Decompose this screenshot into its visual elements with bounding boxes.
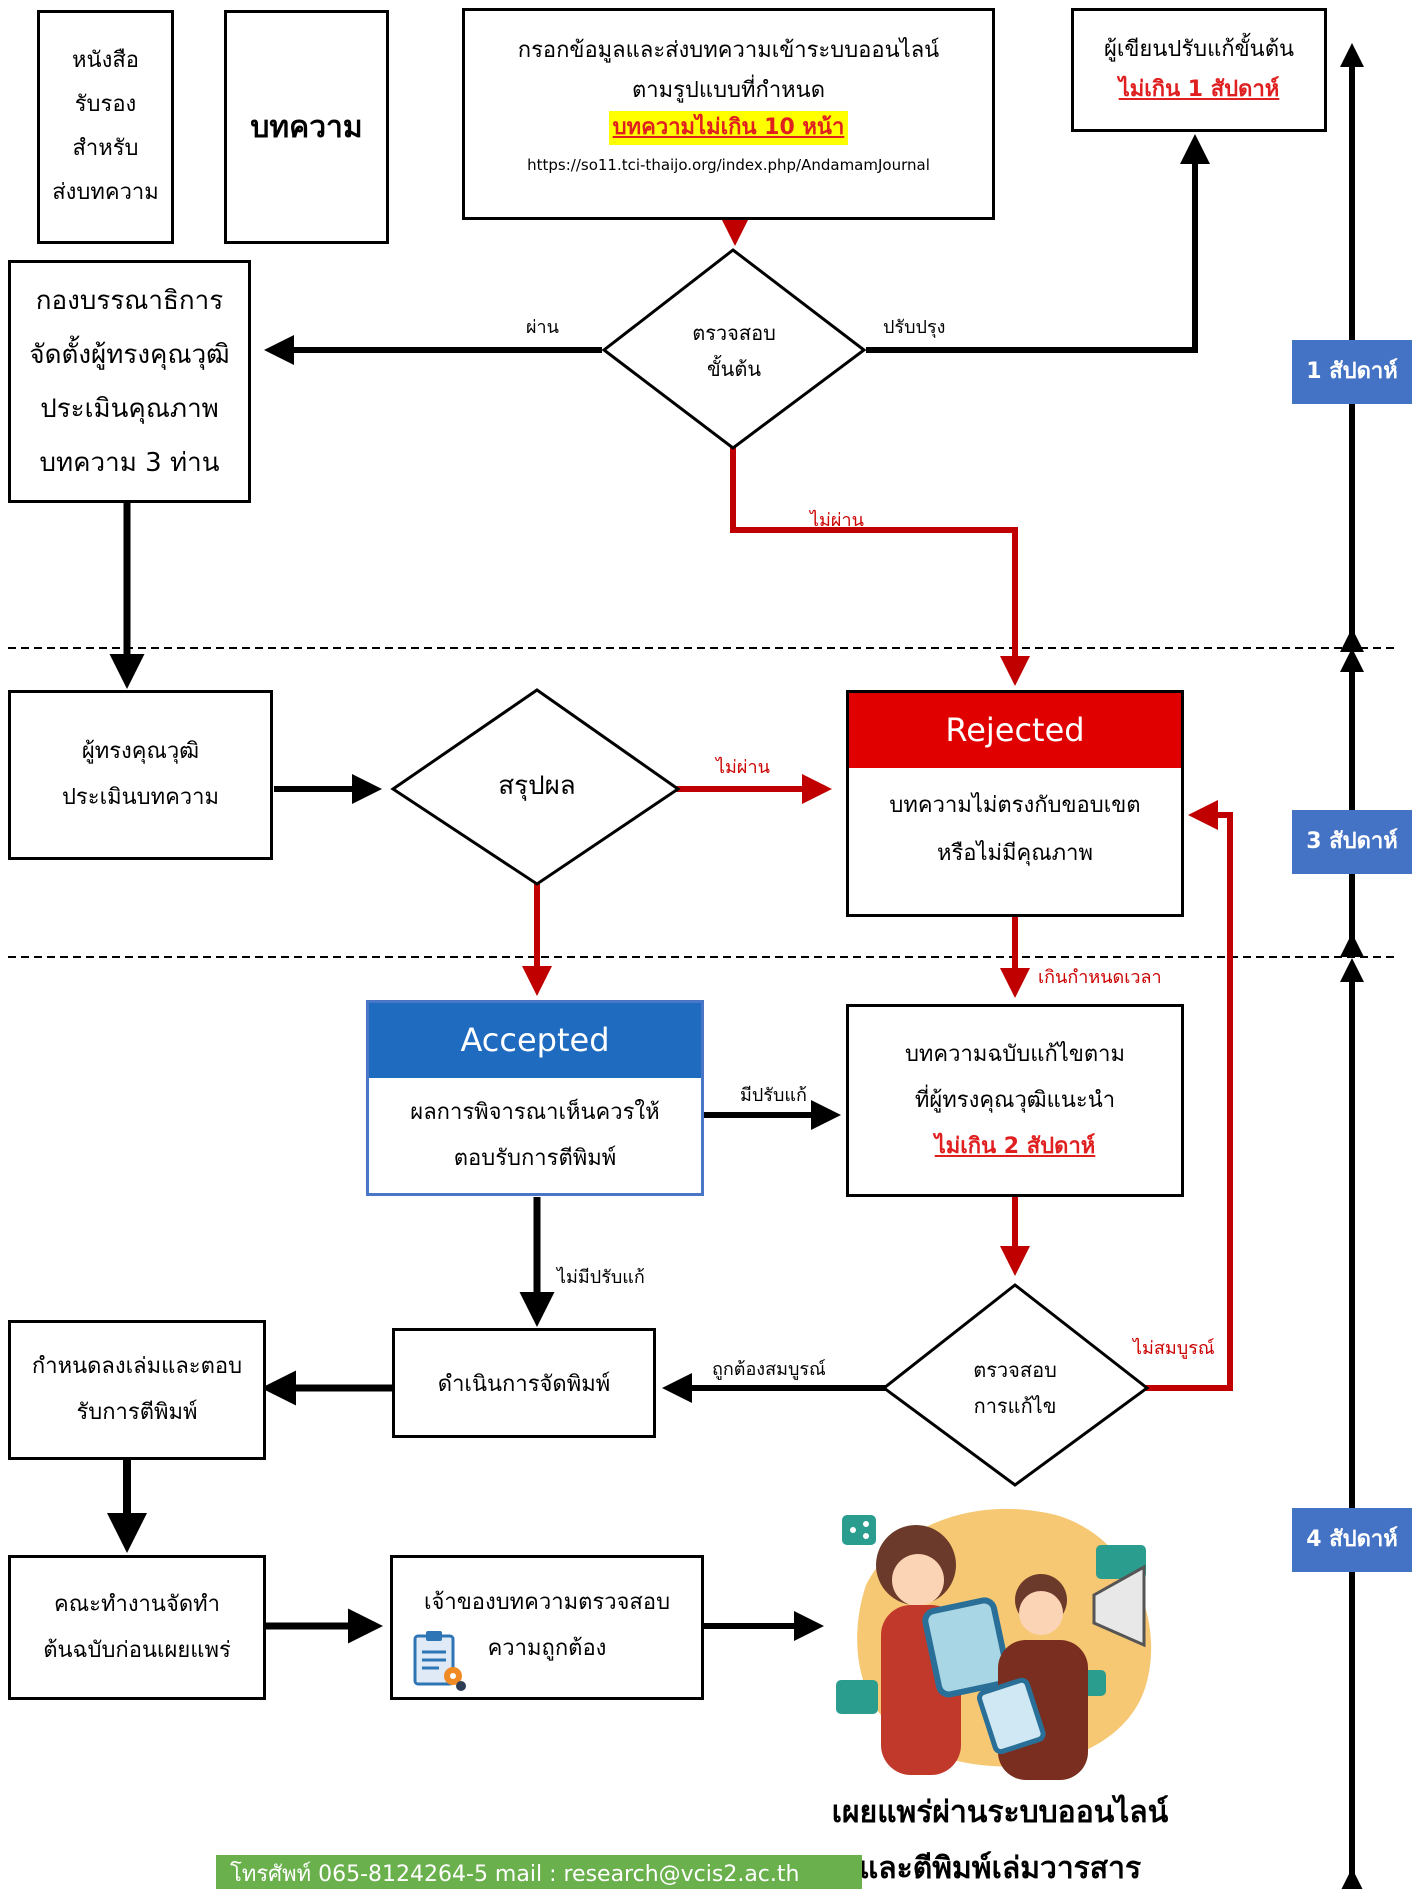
summary-label: สรุปผล bbox=[498, 771, 576, 801]
overdue-label: เกินกำหนดเวลา bbox=[1038, 967, 1162, 988]
summary-diamond bbox=[390, 688, 681, 886]
incomplete-label: ไม่สมบูรณ์ bbox=[1133, 1338, 1215, 1359]
letter-line-1: หนังสือ bbox=[72, 48, 139, 73]
publish-line-1: เผยแพร่ผ่านระบบออนไลน์ bbox=[831, 1795, 1169, 1830]
summary-fail-label: ไม่ผ่าน bbox=[716, 757, 770, 778]
publish-title: เผยแพร่ผ่านระบบออนไลน์ และตีพิมพ์เล่มวาร… bbox=[820, 1785, 1180, 1897]
initial-check-label: ตรวจสอบ ขั้นต้น bbox=[654, 315, 814, 387]
submit-url-link[interactable]: https://so11.tci-thaijo.org/index.php/An… bbox=[527, 156, 930, 174]
owner-check-box: เจ้าของบทความตรวจสอบ ความถูกต้อง bbox=[390, 1555, 704, 1700]
submit-line-1: กรอกข้อมูลและส่งบทความเข้าระบบออนไลน์ bbox=[517, 38, 940, 63]
prepub-line-1: คณะทำงานจัดทำ bbox=[54, 1591, 220, 1617]
contact-bar: โทรศัพท์ 065-8124264-5 mail : research@v… bbox=[216, 1855, 862, 1889]
initial-fail-label: ไม่ผ่าน bbox=[810, 510, 864, 531]
clipboard-gear-icon bbox=[413, 1631, 466, 1691]
accepted-header: Accepted bbox=[369, 1003, 701, 1078]
owner-check-line-1: เจ้าของบทความตรวจสอบ bbox=[423, 1590, 671, 1615]
author-fix-deadline: ไม่เกิน 1 สัปดาห์ bbox=[1118, 77, 1280, 102]
rejected-line-2: หรือไม่มีคุณภาพ bbox=[936, 841, 1094, 866]
week-1-badge: 1 สัปดาห์ bbox=[1292, 340, 1412, 404]
improve-label: ปรับปรุง bbox=[883, 317, 946, 338]
pass-label: ผ่าน bbox=[526, 317, 559, 338]
revised-article-box: บทความฉบับแก้ไขตาม ที่ผู้ทรงคุณวุฒิแนะนำ… bbox=[846, 1004, 1184, 1197]
schedule-line-2: รับการตีพิมพ์ bbox=[76, 1400, 198, 1425]
typeset-label: ดำเนินการจัดพิมพ์ bbox=[437, 1371, 611, 1397]
revised-line-2: ที่ผู้ทรงคุณวุฒิแนะนำ bbox=[914, 1087, 1116, 1113]
rejected-line-1: บทความไม่ตรงกับขอบเขต bbox=[889, 793, 1141, 818]
publish-line-2: และตีพิมพ์เล่มวารสาร bbox=[858, 1851, 1142, 1886]
has-revision-label: มีปรับแก้ bbox=[740, 1085, 807, 1106]
submit-line-2: ตามรูปแบบที่กำหนด bbox=[631, 78, 826, 103]
article-box: บทความ bbox=[224, 10, 389, 244]
editorial-line-4: บทความ 3 ท่าน bbox=[39, 447, 220, 478]
article-label: บทความ bbox=[250, 109, 363, 145]
letter-line-3: สำหรับ bbox=[72, 136, 139, 161]
review-line-2: ประเมินบทความ bbox=[61, 785, 220, 810]
initial-check-line-2: ขั้นต้น bbox=[706, 357, 761, 381]
rejected-header: Rejected bbox=[849, 693, 1181, 768]
revision-check-line-1: ตรวจสอบ bbox=[973, 1358, 1057, 1382]
accepted-box: Accepted ผลการพิจารณาเห็นควรให้ ตอบรับกา… bbox=[366, 1000, 704, 1196]
initial-check-line-1: ตรวจสอบ bbox=[692, 321, 776, 345]
schedule-line-1: กำหนดลงเล่มและตอบ bbox=[31, 1354, 243, 1379]
editorial-line-1: กองบรรณาธิการ bbox=[35, 285, 224, 316]
prepublication-box: คณะทำงานจัดทำ ต้นฉบับก่อนเผยแพร่ bbox=[8, 1555, 266, 1700]
editorial-line-3: ประเมินคุณภาพ bbox=[40, 393, 219, 424]
week-3-badge: 3 สัปดาห์ bbox=[1292, 810, 1412, 874]
author-fix-line-1: ผู้เขียนปรับแก้ขั้นต้น bbox=[1103, 37, 1295, 62]
prepub-line-2: ต้นฉบับก่อนเผยแพร่ bbox=[43, 1637, 231, 1663]
review-line-1: ผู้ทรงคุณวุฒิ bbox=[81, 739, 200, 764]
schedule-issue-box: กำหนดลงเล่มและตอบ รับการตีพิมพ์ bbox=[8, 1320, 266, 1460]
revision-check-line-2: การแก้ไข bbox=[973, 1394, 1057, 1418]
revised-line-1: บทความฉบับแก้ไขตาม bbox=[904, 1041, 1126, 1067]
revision-check-diamond bbox=[881, 1283, 1150, 1487]
editorial-line-2: จัดตั้งผู้ทรงคุณวุฒิ bbox=[29, 339, 230, 370]
accepted-line-2: ตอบรับการตีพิมพ์ bbox=[453, 1146, 617, 1171]
revised-deadline: ไม่เกิน 2 สัปดาห์ bbox=[934, 1133, 1096, 1159]
letter-line-4: ส่งบทความ bbox=[52, 180, 159, 205]
typesetting-box: ดำเนินการจัดพิมพ์ bbox=[392, 1328, 656, 1438]
complete-label: ถูกต้องสมบูรณ์ bbox=[712, 1359, 826, 1380]
reviewer-assessment-box: ผู้ทรงคุณวุฒิ ประเมินบทความ bbox=[8, 690, 273, 860]
author-initial-fix-box: ผู้เขียนปรับแก้ขั้นต้น ไม่เกิน 1 สัปดาห์ bbox=[1071, 8, 1327, 132]
letter-line-2: รับรอง bbox=[74, 92, 137, 117]
accepted-line-1: ผลการพิจารณาเห็นควรให้ bbox=[410, 1100, 660, 1125]
initial-check-diamond bbox=[601, 248, 867, 450]
week-4-badge: 4 สัปดาห์ bbox=[1292, 1508, 1412, 1572]
no-revision-label: ไม่มีปรับแก้ bbox=[557, 1267, 645, 1288]
submit-page-limit: บทความไม่เกิน 10 หน้า bbox=[608, 111, 849, 145]
revision-check-label: ตรวจสอบ การแก้ไข bbox=[935, 1352, 1095, 1424]
editorial-board-box: กองบรรณาธิการ จัดตั้งผู้ทรงคุณวุฒิ ประเม… bbox=[8, 260, 251, 503]
publish-illustration bbox=[836, 1508, 1152, 1780]
acceptance-letter-box: หนังสือ รับรอง สำหรับ ส่งบทความ bbox=[37, 10, 174, 244]
submit-online-box: กรอกข้อมูลและส่งบทความเข้าระบบออนไลน์ ตา… bbox=[462, 8, 995, 220]
rejected-box: Rejected บทความไม่ตรงกับขอบเขต หรือไม่มี… bbox=[846, 690, 1184, 917]
owner-check-line-2: ความถูกต้อง bbox=[487, 1636, 607, 1661]
